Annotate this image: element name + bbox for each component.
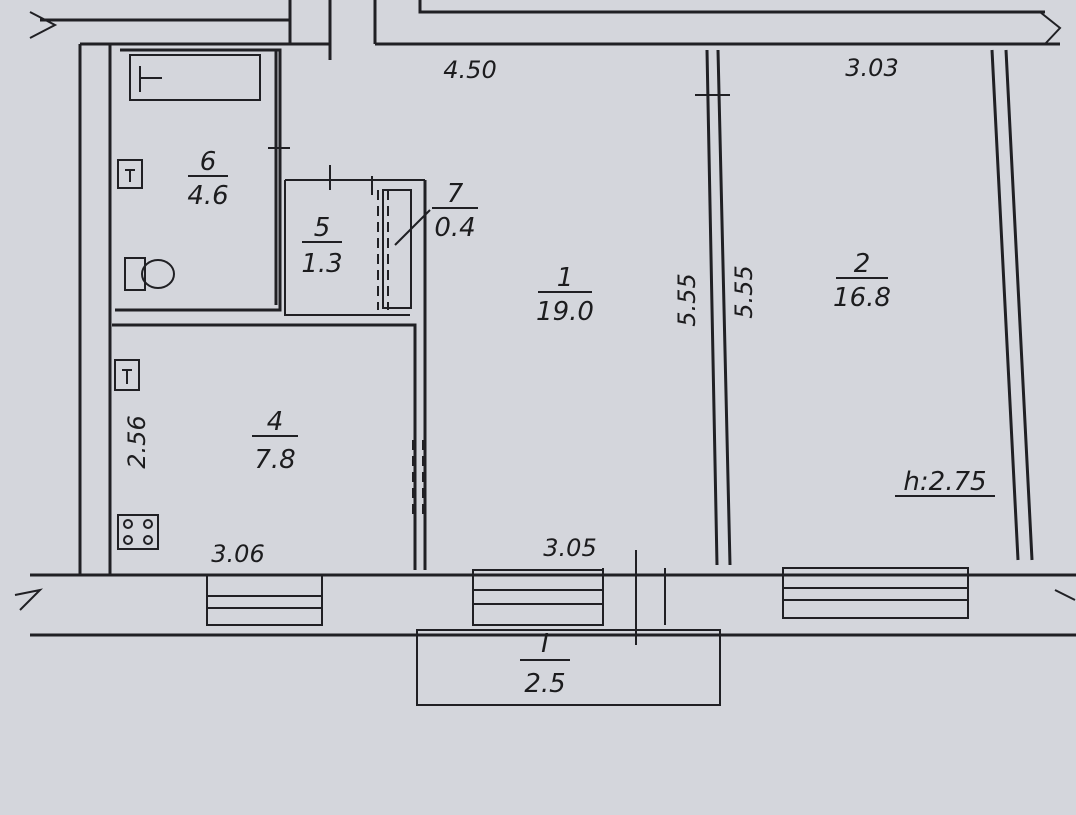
room-number: 5 [314, 213, 331, 243]
room-5-label: 5 1.3 [301, 213, 342, 279]
sink-icon [117, 159, 143, 189]
interior-walls [112, 48, 1034, 570]
room-number: 7 [447, 179, 464, 209]
room-1-label: 1 19.0 [536, 263, 594, 327]
room-number: 4 [267, 407, 284, 437]
dim-room1-bottom: 3.05 [543, 534, 596, 562]
bottom-wall [14, 550, 1076, 645]
top-wall [29, 0, 1062, 60]
room-7-label: 7 0.4 [432, 179, 478, 243]
dim-room1-top: 4.50 [443, 56, 496, 84]
room-number: 6 [200, 147, 217, 177]
bathtub-icon [129, 54, 261, 101]
room-number: 1 [557, 263, 574, 293]
balcony [416, 629, 721, 706]
room-area: 4.6 [187, 181, 228, 211]
left-wall [78, 44, 112, 575]
room-area: 7.8 [254, 445, 295, 475]
dim-kitchen-height: 2.56 [123, 415, 151, 468]
room-area: 0.4 [434, 213, 475, 243]
room-area: 16.8 [833, 283, 891, 313]
room-2-label: 2 16.8 [833, 249, 891, 313]
ceiling-height-text: h:2.75 [903, 467, 986, 497]
dim-room2-height: 5.55 [730, 265, 758, 318]
dim-kitchen-bottom: 3.06 [211, 540, 264, 568]
kitchen-sink-icon [114, 359, 140, 391]
balcony-label: I 2.5 [520, 629, 570, 699]
room-number: 2 [854, 249, 871, 279]
room-area: 19.0 [536, 297, 594, 327]
toilet-icon [124, 257, 175, 291]
dim-room1-height: 5.55 [673, 273, 701, 326]
ceiling-height-note: h:2.75 [895, 467, 995, 497]
balcony-number: I [541, 629, 549, 659]
closet-shelf [382, 189, 412, 309]
balcony-area: 2.5 [524, 669, 565, 699]
stove-icon [117, 514, 159, 550]
dim-room2-top: 3.03 [845, 54, 898, 82]
room-area: 1.3 [301, 249, 342, 279]
room-6-label: 6 4.6 [187, 147, 228, 211]
room-4-label: 4 7.8 [252, 407, 298, 475]
